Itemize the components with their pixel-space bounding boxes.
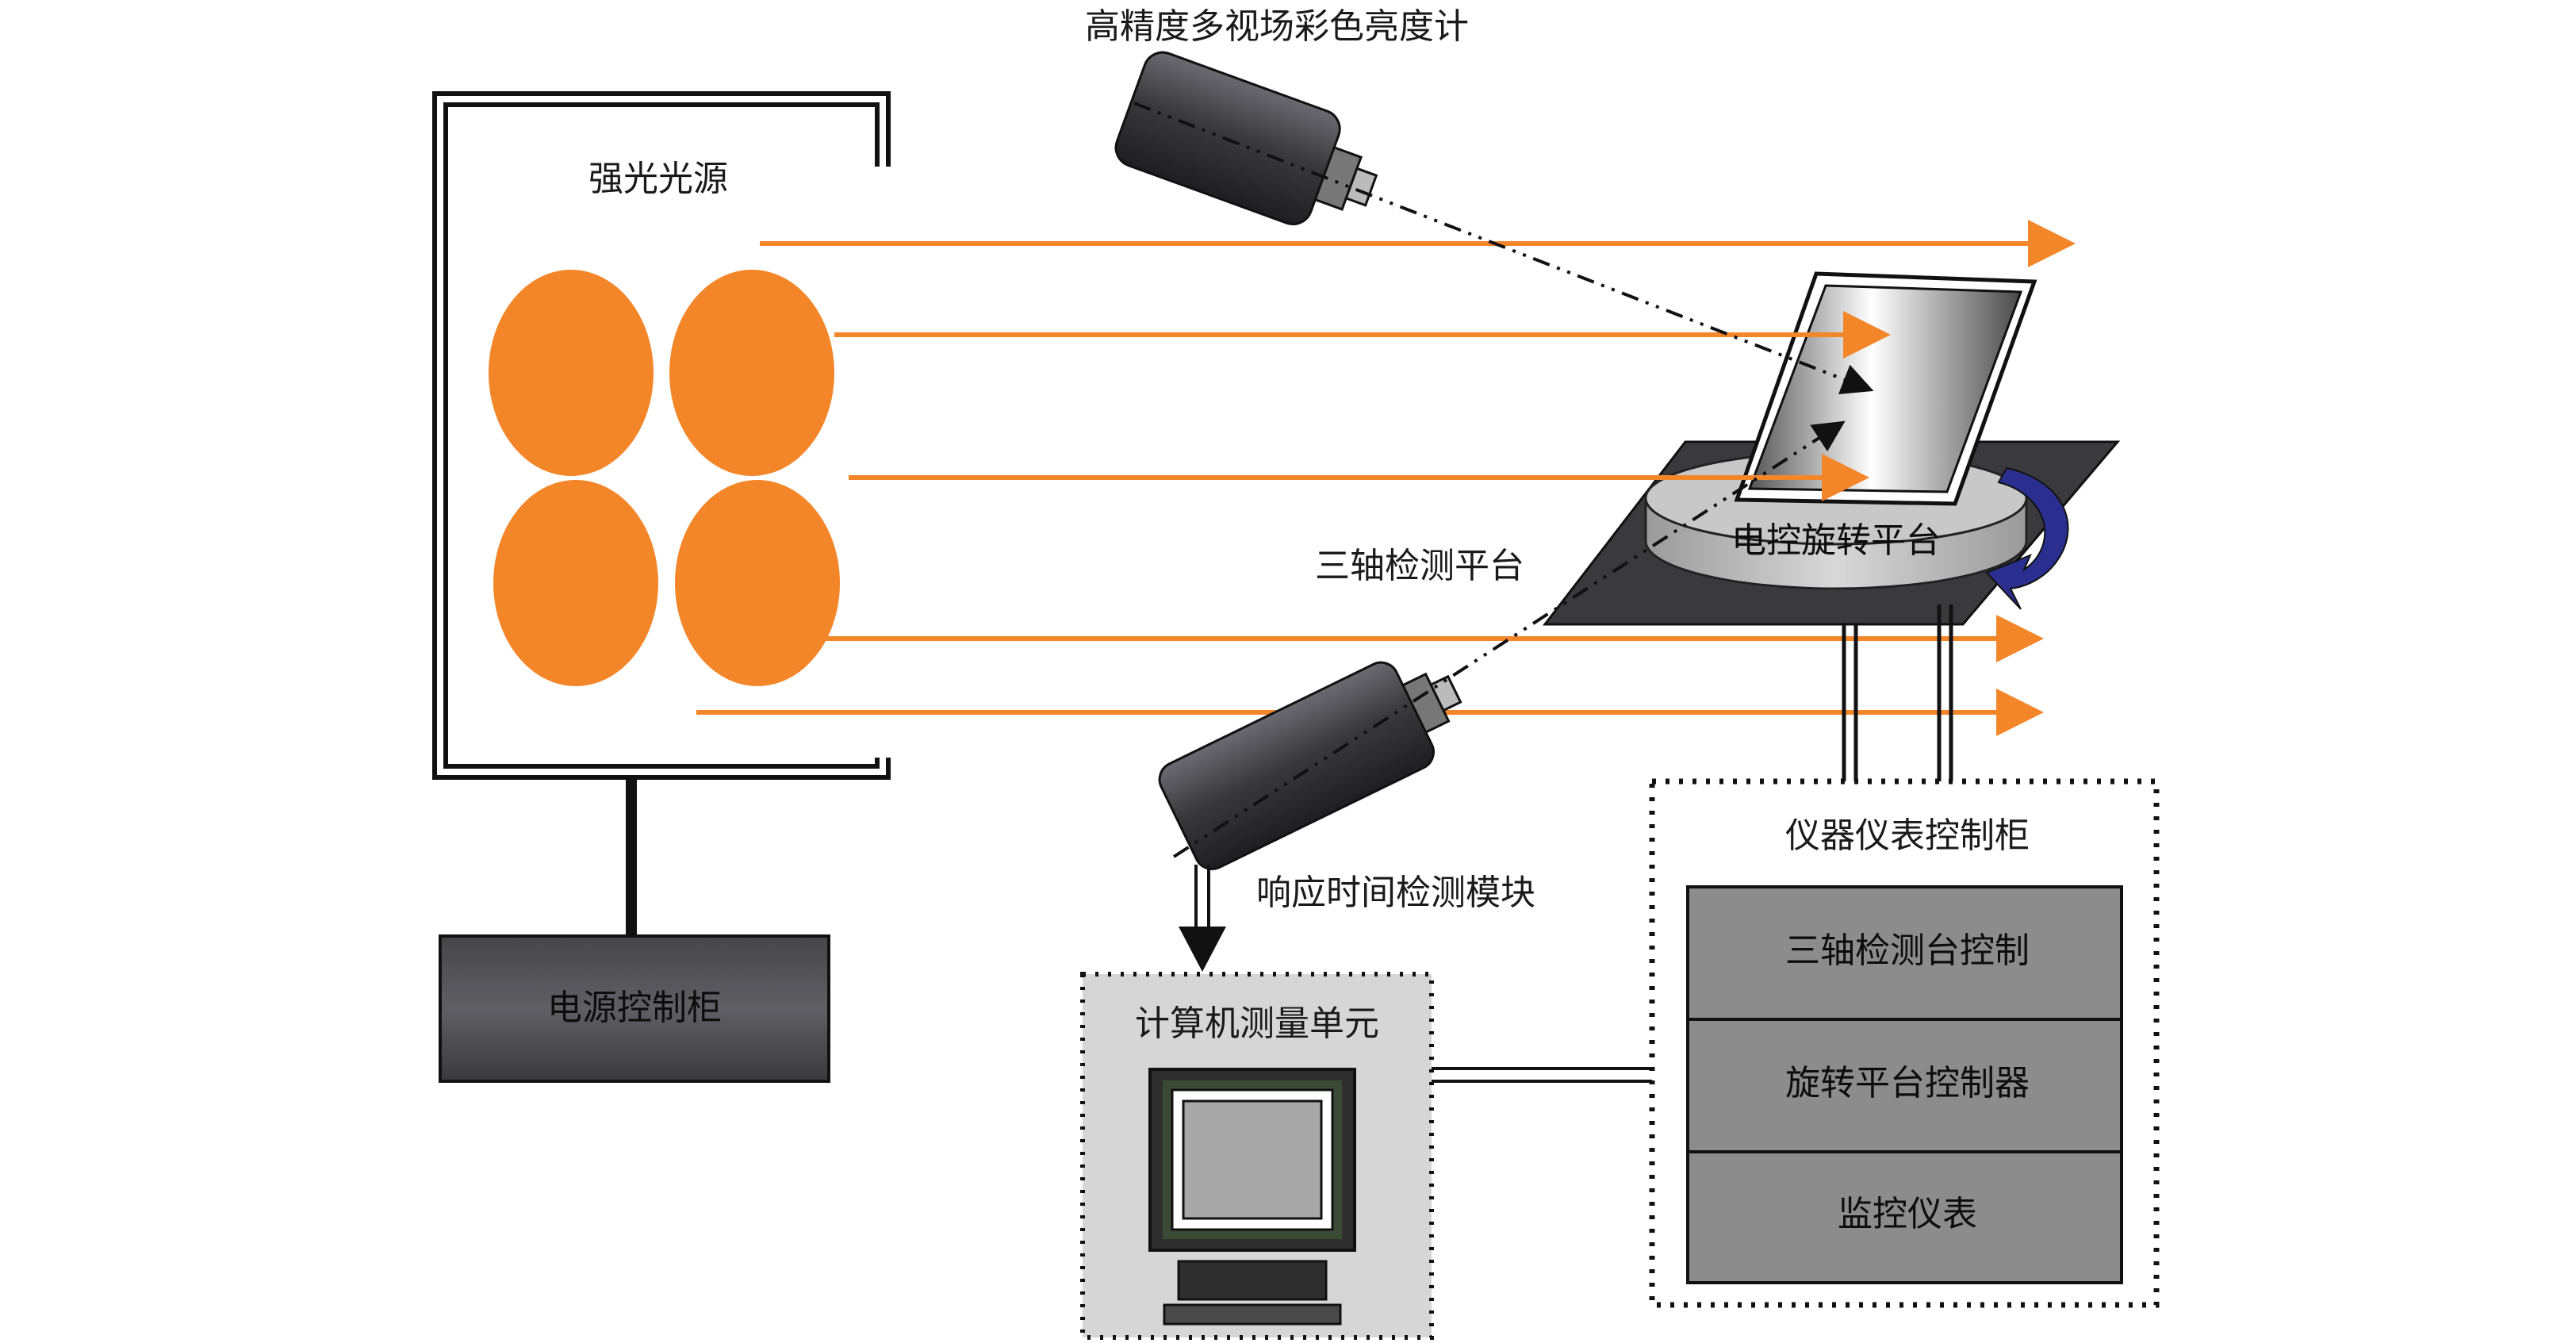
response-time-camera <box>1158 661 1462 870</box>
light-source-enclosure <box>432 91 891 780</box>
platform-control-cables <box>1842 604 1953 781</box>
rotary-controller-module <box>1686 1018 2123 1153</box>
computer-unit-label: 计算机测量单元 <box>1135 1003 1379 1044</box>
luminance-meter-camera <box>1114 51 1378 225</box>
light-source-label: 强光光源 <box>588 159 728 199</box>
rotary-platform-label: 电控旋转平台 <box>1731 520 1941 561</box>
rotary-controller-label: 旋转平台控制器 <box>1785 1063 2030 1103</box>
lamp-top-left <box>489 270 654 476</box>
power-cabinet-label: 电源控制柜 <box>547 988 722 1028</box>
lamp-bottom-left <box>493 480 658 686</box>
power-cabinet <box>439 934 830 1083</box>
three-axis-control-label: 三轴检测台控制 <box>1785 931 2030 971</box>
three-axis-platform-label: 三轴检测平台 <box>1315 546 1524 586</box>
luminance-optical-axis <box>1133 102 1874 395</box>
response-to-computer-cable <box>1179 865 1226 972</box>
lamp-top-right <box>669 270 834 476</box>
response-optical-axis <box>1172 420 1846 858</box>
response-module-label: 响应时间检测模块 <box>1256 873 1535 913</box>
lamp-bottom-right <box>675 480 840 686</box>
lamp-array <box>489 270 840 686</box>
luminance-meter-label: 高精度多视场彩色亮度计 <box>1085 6 1469 47</box>
computer-to-cabinet-cable <box>1432 1067 1652 1083</box>
monitor-instrument-label: 监控仪表 <box>1838 1194 1977 1234</box>
monitor-instrument-module <box>1686 1150 2123 1284</box>
monitor-icon <box>1148 1068 1356 1326</box>
instrument-cabinet-label: 仪器仪表控制柜 <box>1785 815 2030 856</box>
rotate-arrow-icon <box>1985 466 2069 610</box>
